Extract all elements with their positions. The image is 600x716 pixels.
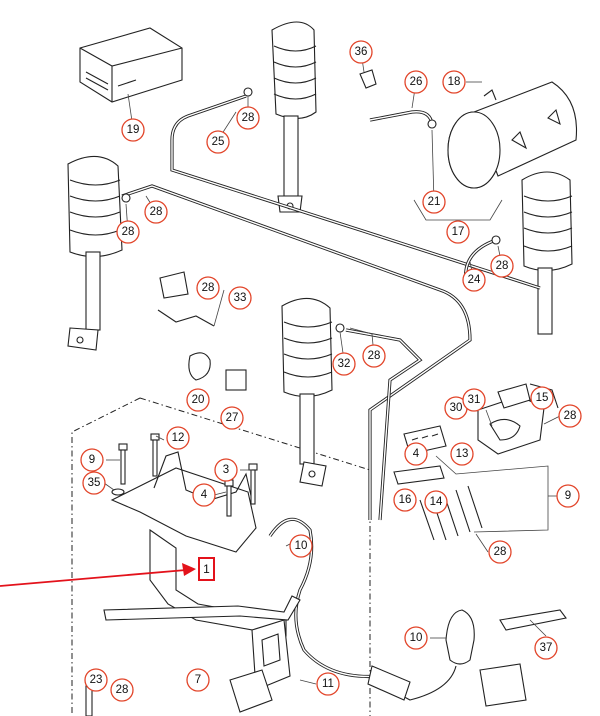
- highlight-pointer: [0, 563, 196, 587]
- part-number: 17: [452, 226, 465, 238]
- part-number: 28: [368, 350, 381, 362]
- part-callout-20: 20: [186, 388, 210, 412]
- part-number: 31: [468, 394, 481, 406]
- part-number: 4: [201, 489, 208, 501]
- part-callout-19: 19: [121, 118, 145, 142]
- part-number: 16: [399, 494, 412, 506]
- part-callout-32: 32: [332, 352, 356, 376]
- strut-center: [281, 297, 333, 487]
- part-number: 21: [428, 196, 441, 208]
- part-number: 13: [456, 448, 469, 460]
- part-number: 9: [89, 454, 95, 466]
- part-callout-9: 9: [80, 448, 104, 472]
- part-number: 19: [127, 124, 140, 136]
- part-callout-15: 15: [530, 386, 554, 410]
- part-callout-13: 13: [450, 442, 474, 466]
- part-callout-18: 18: [442, 70, 466, 94]
- part-number: 11: [322, 678, 334, 690]
- part-number: 28: [116, 684, 129, 696]
- part-callout-27: 27: [220, 406, 244, 430]
- part-number: 12: [172, 432, 185, 444]
- part-callout-7: 7: [186, 668, 210, 692]
- part-callout-25: 25: [206, 130, 230, 154]
- part-number: 9: [565, 490, 571, 502]
- part-callout-17: 17: [446, 220, 470, 244]
- part-number: 28: [496, 260, 509, 272]
- part-callout-36: 36: [349, 40, 373, 64]
- highlighted-part-callout: 1: [198, 557, 215, 581]
- part-callout-24: 24: [462, 268, 486, 292]
- part-callout-28: 28: [558, 404, 582, 428]
- part-number: 32: [338, 358, 351, 370]
- part-callout-26: 26: [404, 70, 428, 94]
- part-number: 20: [192, 394, 205, 406]
- part-callout-35: 35: [82, 471, 106, 495]
- part-number: 28: [564, 410, 577, 422]
- part-number: 28: [494, 546, 507, 558]
- part-callout-3: 3: [214, 458, 238, 482]
- part-number: 15: [536, 392, 549, 404]
- part-callout-31: 31: [462, 388, 486, 412]
- part-number: 33: [234, 292, 247, 304]
- part-number: 28: [150, 206, 163, 218]
- level-sensor: [367, 609, 567, 707]
- part-callout-28: 28: [144, 200, 168, 224]
- part-callout-28: 28: [110, 678, 134, 702]
- part-callout-4: 4: [404, 442, 428, 466]
- part-number: 10: [295, 540, 308, 552]
- part-callout-10: 10: [404, 626, 428, 650]
- strut-left: [67, 155, 123, 351]
- mounting-bracket: [103, 451, 301, 713]
- part-number: 35: [88, 477, 101, 489]
- part-number: 23: [90, 674, 103, 686]
- part-callout-12: 12: [166, 426, 190, 450]
- part-callout-9: 9: [556, 484, 580, 508]
- part-number: 4: [413, 448, 420, 460]
- part-callout-30: 30: [444, 396, 468, 420]
- part-callout-23: 23: [84, 668, 108, 692]
- highlighted-part-number: 1: [203, 562, 210, 576]
- part-number: 14: [430, 496, 443, 508]
- part-callout-28: 28: [236, 106, 260, 130]
- part-number: 3: [223, 464, 229, 476]
- part-callout-14: 14: [424, 490, 448, 514]
- part-callout-16: 16: [393, 488, 417, 512]
- part-number: 28: [202, 282, 215, 294]
- part-number: 28: [122, 226, 135, 238]
- bolts: [85, 433, 258, 716]
- control-unit-part: [79, 27, 183, 103]
- part-callout-28: 28: [362, 344, 386, 368]
- part-number: 37: [540, 642, 553, 654]
- part-callout-21: 21: [422, 190, 446, 214]
- part-number: 36: [355, 46, 368, 58]
- part-number: 10: [410, 632, 423, 644]
- part-callout-4: 4: [192, 483, 216, 507]
- part-number: 28: [242, 112, 255, 124]
- part-number: 7: [195, 674, 201, 686]
- part-number: 30: [450, 402, 463, 414]
- part-callout-28: 28: [196, 276, 220, 300]
- part-number: 24: [468, 274, 481, 286]
- air-lines: [121, 94, 541, 679]
- part-callout-28: 28: [488, 540, 512, 564]
- strut-top-center: [271, 21, 317, 213]
- part-callout-11: 11: [316, 672, 340, 696]
- part-number: 25: [212, 136, 225, 148]
- strut-right: [521, 171, 573, 335]
- part-number: 18: [448, 76, 461, 88]
- assembly-frame: [71, 397, 371, 716]
- part-callout-28: 28: [490, 254, 514, 278]
- pressure-accumulator: [447, 81, 578, 189]
- part-callout-10: 10: [289, 534, 313, 558]
- part-callout-37: 37: [534, 636, 558, 660]
- part-callout-33: 33: [228, 286, 252, 310]
- part-number: 27: [226, 412, 239, 424]
- part-callout-28: 28: [116, 220, 140, 244]
- part-number: 26: [410, 76, 423, 88]
- fittings: [121, 69, 501, 391]
